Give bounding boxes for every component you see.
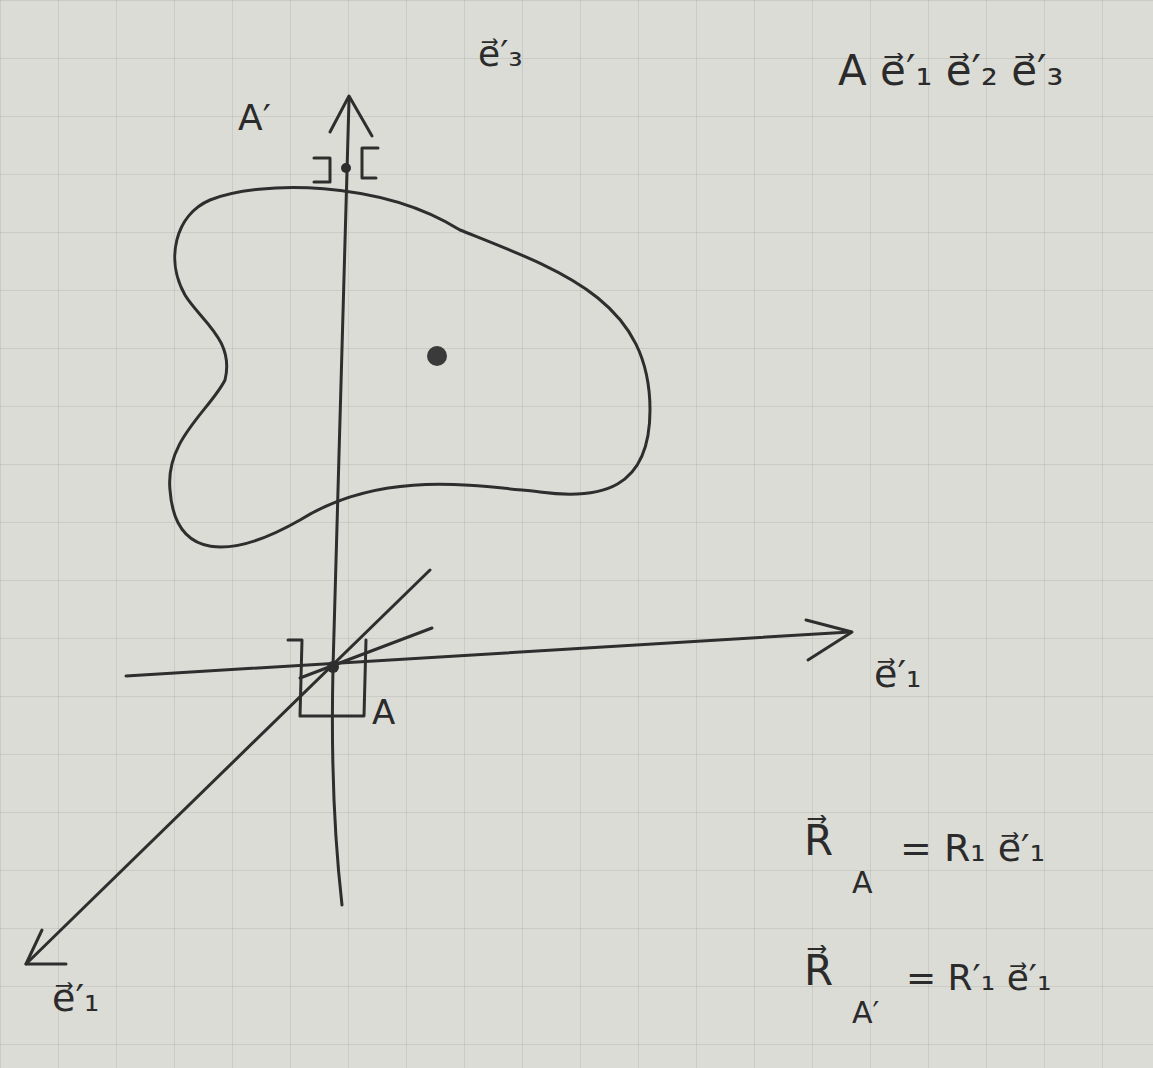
axis-e2 — [126, 632, 850, 676]
point-label: A′ — [238, 98, 271, 138]
body-outline — [170, 188, 650, 548]
point — [327, 661, 339, 673]
equation: = R₁ e⃗′₁ — [900, 828, 1045, 870]
arrow-head — [26, 930, 66, 964]
point — [341, 163, 351, 173]
frame-label: A e⃗′₁ e⃗′₂ e⃗′₃ — [838, 48, 1063, 94]
equation: = R′₁ e⃗′₁ — [906, 958, 1051, 998]
arrow-head — [330, 96, 372, 136]
axis-e3 — [332, 100, 349, 905]
vector-symbol: R⃗ — [804, 818, 833, 864]
arrow-head — [806, 620, 852, 660]
bracket — [314, 158, 330, 182]
subscript: A′ — [852, 996, 879, 1029]
axis-e1 — [26, 570, 430, 964]
point-label: A — [372, 694, 395, 731]
subscript: A — [852, 866, 873, 899]
bracket — [362, 148, 378, 178]
axis-label: e⃗′₁ — [874, 654, 921, 696]
bracket — [288, 640, 366, 716]
axis-label: e⃗′₁ — [52, 978, 99, 1020]
point — [427, 346, 447, 366]
axis-label: e⃗′₃ — [478, 34, 523, 74]
vector-symbol: R⃗ — [804, 948, 833, 994]
